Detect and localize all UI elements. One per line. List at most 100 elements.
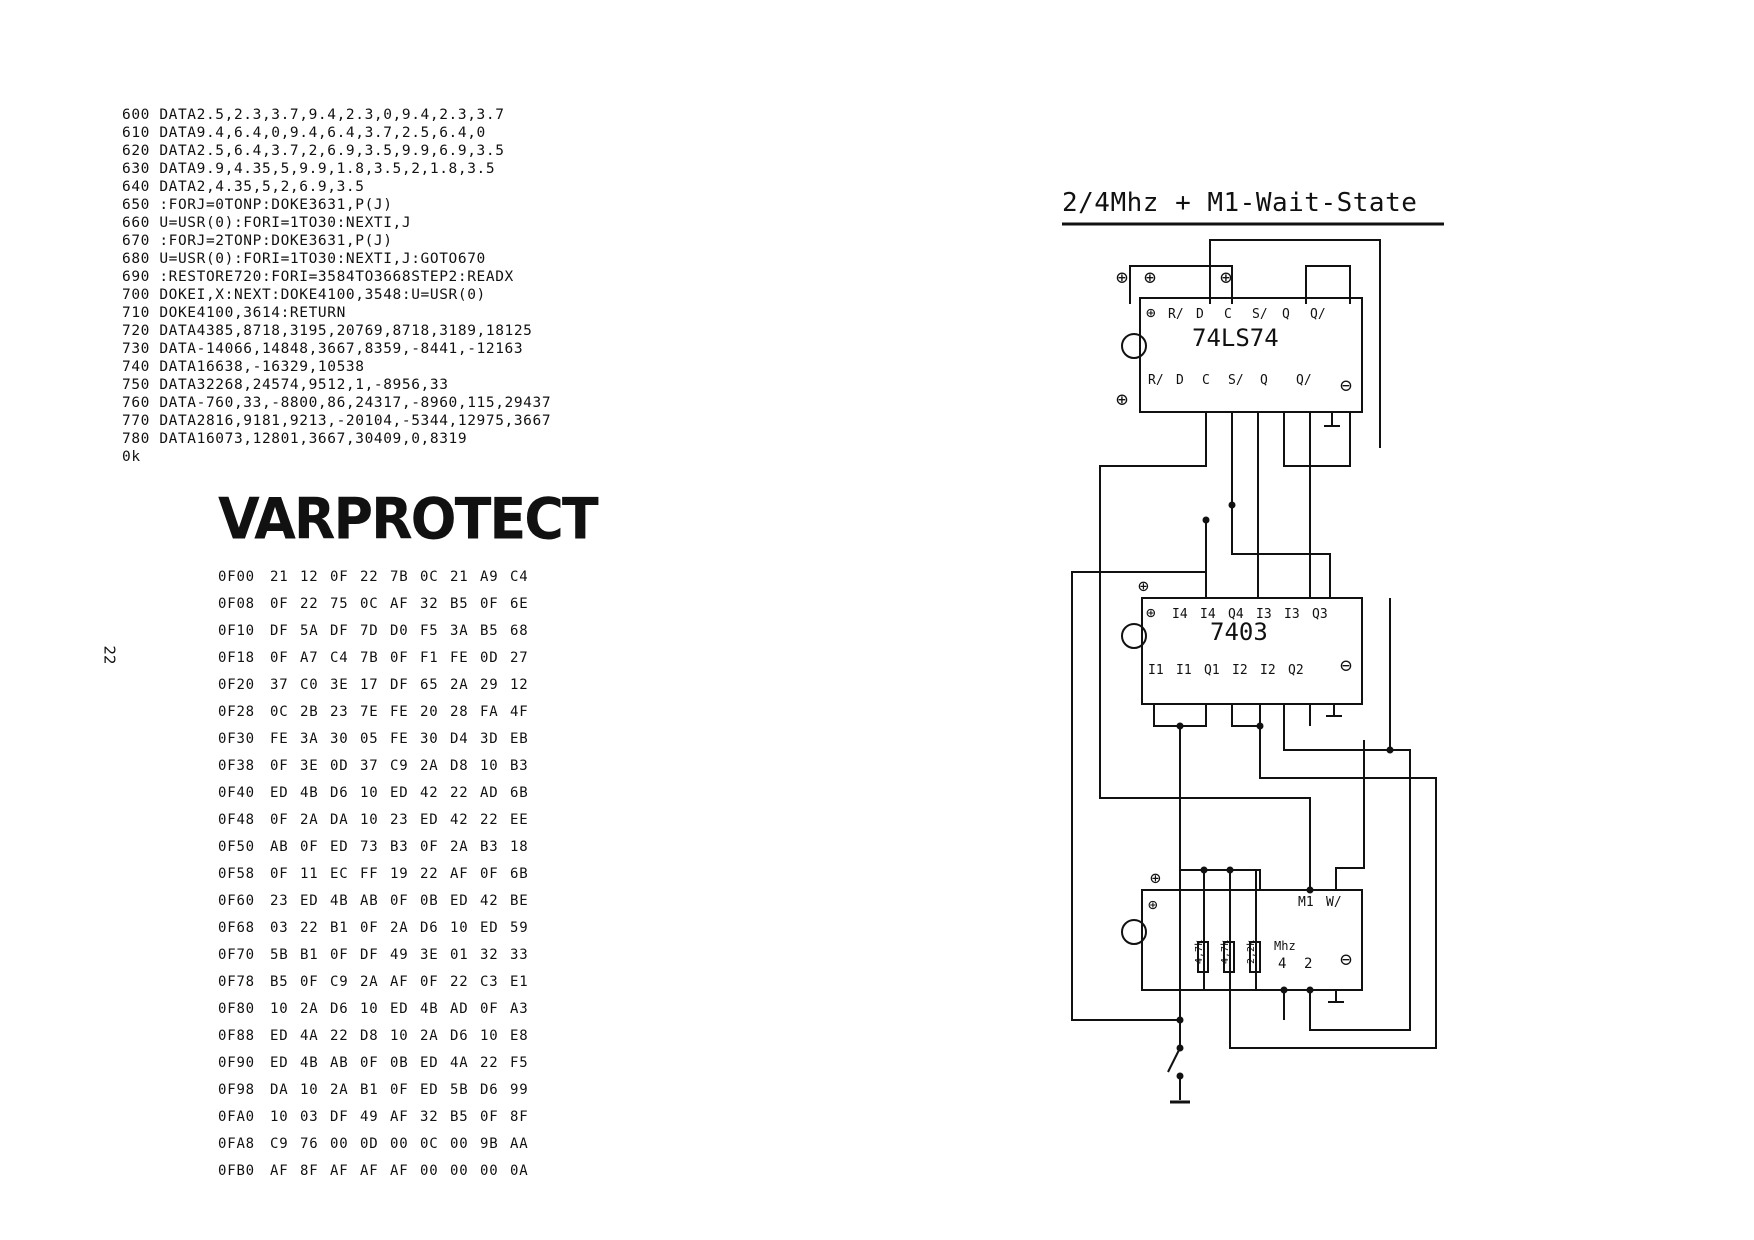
hex-byte: AB xyxy=(270,839,289,855)
hex-byte: 01 xyxy=(450,947,469,963)
listing-line: 770 DATA2816,9181,9213,-20104,-5344,1297… xyxy=(122,413,552,429)
hex-byte: 21 xyxy=(270,569,289,585)
hex-byte: B5 xyxy=(450,1109,469,1125)
hex-address: 0F50 xyxy=(218,839,255,855)
hex-byte: 2A xyxy=(300,1001,319,1017)
hex-byte: 0F xyxy=(480,866,499,882)
listing-line: 700 DOKEI,X:NEXT:DOKE4100,3548:U=USR(0) xyxy=(122,287,486,303)
hex-address: 0FB0 xyxy=(218,1163,255,1179)
hex-byte: 03 xyxy=(300,1109,319,1125)
hex-byte: 03 xyxy=(270,920,289,936)
hex-byte: 23 xyxy=(330,704,349,720)
hex-byte: 76 xyxy=(300,1136,319,1152)
listing-line: 710 DOKE4100,3614:RETURN xyxy=(122,305,346,321)
hex-byte: 3E xyxy=(420,947,439,963)
wire xyxy=(1099,412,1311,890)
ic1-pin-bottom: Q xyxy=(1260,373,1268,388)
listing-line: 690 :RESTORE720:FORI=3584TO3668STEP2:REA… xyxy=(122,269,514,285)
hex-byte: D0 xyxy=(390,623,409,639)
hex-byte: 10 xyxy=(360,785,379,801)
hex-address: 0F68 xyxy=(218,920,255,936)
hex-byte: 0A xyxy=(510,1163,529,1179)
hex-byte: D6 xyxy=(330,1001,349,1017)
ic2-pin-bottom: Q1 xyxy=(1204,663,1220,678)
hex-address: 0F30 xyxy=(218,731,255,747)
hex-address: 0F78 xyxy=(218,974,255,990)
hex-byte: ED xyxy=(390,1001,409,1017)
hex-byte: 0F xyxy=(300,839,319,855)
hex-byte: 2A xyxy=(420,1028,439,1044)
hex-byte: B1 xyxy=(300,947,319,963)
hex-byte: 22 xyxy=(330,1028,349,1044)
hex-byte: 18 xyxy=(510,839,529,855)
hex-byte: 5B xyxy=(450,1082,469,1098)
hex-byte: D8 xyxy=(450,758,469,774)
hex-byte: EC xyxy=(330,866,349,882)
hex-byte: EE xyxy=(510,812,529,828)
hex-byte: 0F xyxy=(480,596,499,612)
ic2-pin-bottom: I2 xyxy=(1232,663,1248,678)
hex-byte: 2A xyxy=(450,839,469,855)
hex-byte: 65 xyxy=(420,677,439,693)
hex-byte: 0C xyxy=(420,569,439,585)
hex-byte: D6 xyxy=(480,1082,499,1098)
listing-line: 730 DATA-14066,14848,3667,8359,-8441,-12… xyxy=(122,341,524,357)
hex-byte: 33 xyxy=(510,947,529,963)
ic3-plus: ⊕ xyxy=(1150,868,1161,889)
ic2-pin-top: I3 xyxy=(1284,607,1300,622)
wire xyxy=(1309,749,1411,1031)
hex-byte: AF xyxy=(360,1163,379,1179)
ic1-pin-bottom: Q/ xyxy=(1296,373,1312,388)
hex-byte: 6B xyxy=(510,785,529,801)
hex-byte: AB xyxy=(330,1055,349,1071)
junction-dot xyxy=(1176,1072,1184,1080)
hex-byte: B3 xyxy=(480,839,499,855)
hex-byte: 12 xyxy=(300,569,319,585)
hex-byte: 0F xyxy=(390,650,409,666)
hex-byte: 32 xyxy=(420,1109,439,1125)
hex-byte: C9 xyxy=(330,974,349,990)
hex-byte: 23 xyxy=(390,812,409,828)
hex-byte: AF xyxy=(270,1163,289,1179)
hex-address: 0F28 xyxy=(218,704,255,720)
hex-byte: 22 xyxy=(450,974,469,990)
hex-address: 0F18 xyxy=(218,650,255,666)
hex-byte: DF xyxy=(330,623,349,639)
hex-byte: 2A xyxy=(450,677,469,693)
ic2-pin-bottom: I2 xyxy=(1260,663,1276,678)
ic2-minus: ⊖ xyxy=(1340,653,1352,677)
ic1-pin-top: Q/ xyxy=(1310,307,1326,322)
hex-byte: A7 xyxy=(300,650,319,666)
hex-byte: 00 xyxy=(390,1136,409,1152)
schematic-title: 2/4Mhz + M1-Wait-State xyxy=(1062,188,1418,218)
junction-dot xyxy=(1176,1016,1184,1024)
junction-dot xyxy=(1176,722,1184,730)
wire xyxy=(1283,598,1391,751)
hex-address: 0F58 xyxy=(218,866,255,882)
hex-byte: 4B xyxy=(300,1055,319,1071)
ic1-pin-bottom: D xyxy=(1176,373,1184,388)
hex-byte: DF xyxy=(270,623,289,639)
ic2-name: 7403 xyxy=(1210,618,1268,646)
hex-byte: 11 xyxy=(300,866,319,882)
switch-lever xyxy=(1167,1047,1181,1073)
hex-byte: C9 xyxy=(390,758,409,774)
listing-line: 650 :FORJ=0TONP:DOKE3631,P(J) xyxy=(122,197,393,213)
hex-byte: AA xyxy=(510,1136,529,1152)
hex-byte: 0F xyxy=(420,974,439,990)
hex-address: 0F80 xyxy=(218,1001,255,1017)
listing-line: 660 U=USR(0):FORI=1TO30:NEXTI,J xyxy=(122,215,412,231)
wire xyxy=(1129,265,1233,304)
hex-byte: 10 xyxy=(390,1028,409,1044)
junction-dot xyxy=(1306,986,1314,994)
hex-byte: ED xyxy=(420,1082,439,1098)
hex-address: 0F38 xyxy=(218,758,255,774)
hex-byte: 0F xyxy=(480,1109,499,1125)
hex-byte: 0F xyxy=(480,1001,499,1017)
hex-byte: 8F xyxy=(300,1163,319,1179)
hex-byte: 2A xyxy=(330,1082,349,1098)
hex-byte: E1 xyxy=(510,974,529,990)
